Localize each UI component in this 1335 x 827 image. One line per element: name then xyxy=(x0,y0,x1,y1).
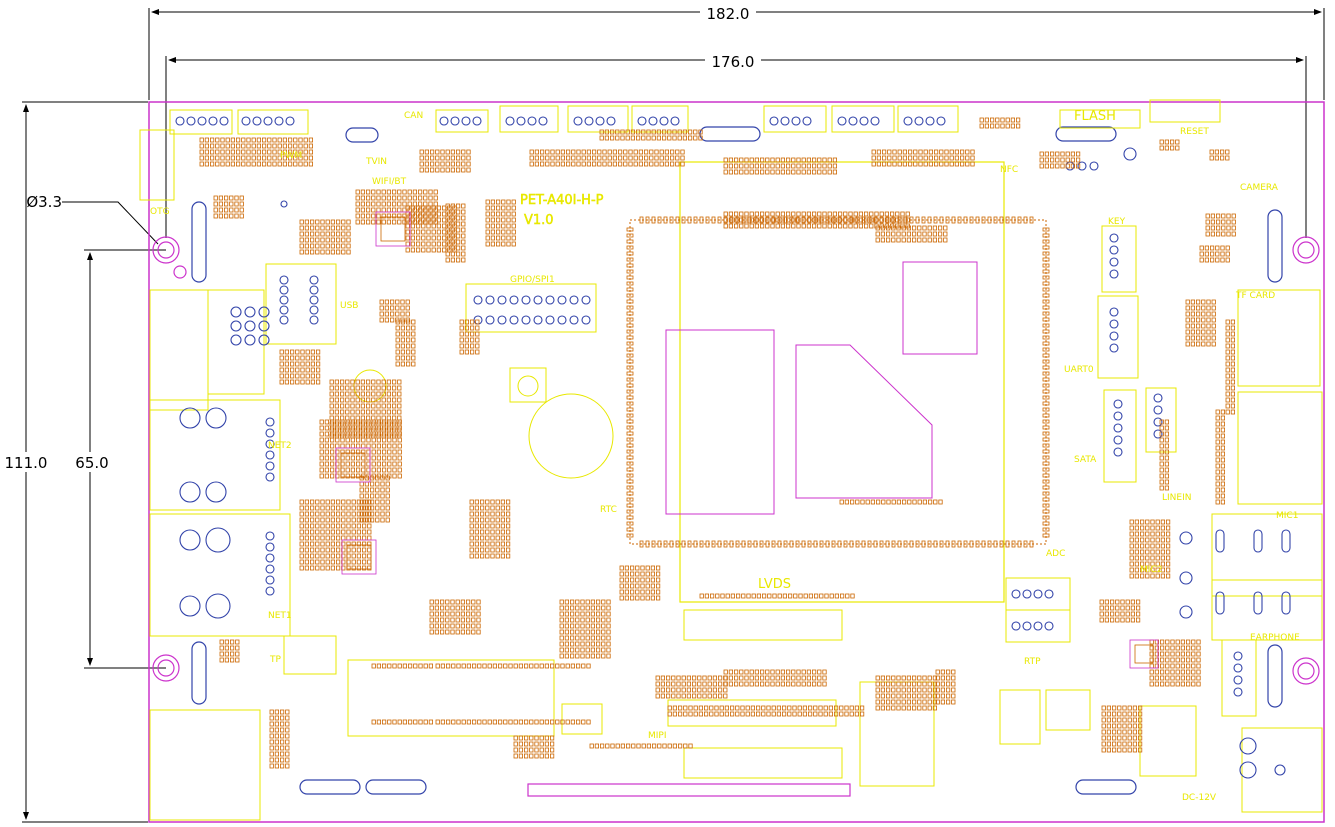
silk-tp: TP xyxy=(269,655,281,665)
silk-can: CAN xyxy=(404,111,423,121)
silk-gpio: GPIO/SPI1 xyxy=(510,275,555,285)
silk-rtp: RTP xyxy=(1024,657,1041,667)
silk-earphone: EARPHONE xyxy=(1250,633,1300,643)
board-name-label: PET-A40I-H-P xyxy=(520,193,604,208)
silk-net2: NET2 xyxy=(268,441,292,451)
hole-leader-line xyxy=(62,201,159,245)
board-outline xyxy=(148,101,1325,823)
overall-height-label: 111.0 xyxy=(5,454,48,472)
silk-rtc: RTC xyxy=(600,505,617,515)
pin-holes xyxy=(175,116,1291,779)
board-version-label: V1.0 xyxy=(524,213,554,228)
silk-camera: CAMERA xyxy=(1240,183,1279,193)
hole-diameter-label: Ø3.3 xyxy=(26,193,62,211)
mounting-hole-bottom-left xyxy=(152,654,180,682)
silk-mic2: MIC2 xyxy=(1140,565,1162,575)
silk-uart0: UART0 xyxy=(1064,365,1094,375)
silk-dc12v: DC-12V xyxy=(1182,793,1217,803)
board-slots xyxy=(191,126,1283,797)
mounting-hole-top-right xyxy=(1292,236,1320,264)
silk-mipi: MIPI xyxy=(648,731,667,741)
overall-width-label: 182.0 xyxy=(707,5,750,23)
silk-adc: ADC xyxy=(1046,549,1065,559)
som-module xyxy=(626,161,1050,603)
mounting-hole-bottom-right xyxy=(1292,657,1320,685)
silk-mic1: MIC1 xyxy=(1276,511,1298,521)
silk-lvds: LVDS xyxy=(758,577,791,592)
silk-reset: RESET xyxy=(1180,127,1209,137)
silk-wifi-bt: WIFI/BT xyxy=(372,177,407,187)
mounting-hole-top-left xyxy=(152,236,187,279)
hole-span-y-label: 65.0 xyxy=(75,454,108,472)
silk-net1: NET1 xyxy=(268,611,292,621)
connectors xyxy=(139,99,1323,821)
mounting-holes xyxy=(152,236,1320,685)
silk-nfc: NFC xyxy=(1000,165,1018,175)
silk-tf-card: TF CARD xyxy=(1235,291,1275,301)
hole-span-x-label: 176.0 xyxy=(712,53,755,71)
silk-otg: OTG xyxy=(150,207,170,217)
silk-key: KEY xyxy=(1108,217,1126,227)
silk-tvin: TVIN xyxy=(365,157,387,167)
smd-pads xyxy=(199,117,1236,769)
silk-sata: SATA xyxy=(1074,455,1097,465)
silkscreen-labels: PET-A40I-H-P V1.0 OTG PWM CAN TVIN WIFI/… xyxy=(150,109,1300,803)
silk-flash: FLASH xyxy=(1074,109,1116,124)
silk-linein: LINEIN xyxy=(1162,493,1191,503)
silk-usb: USB xyxy=(340,301,358,311)
silk-pwm: PWM xyxy=(280,151,302,161)
